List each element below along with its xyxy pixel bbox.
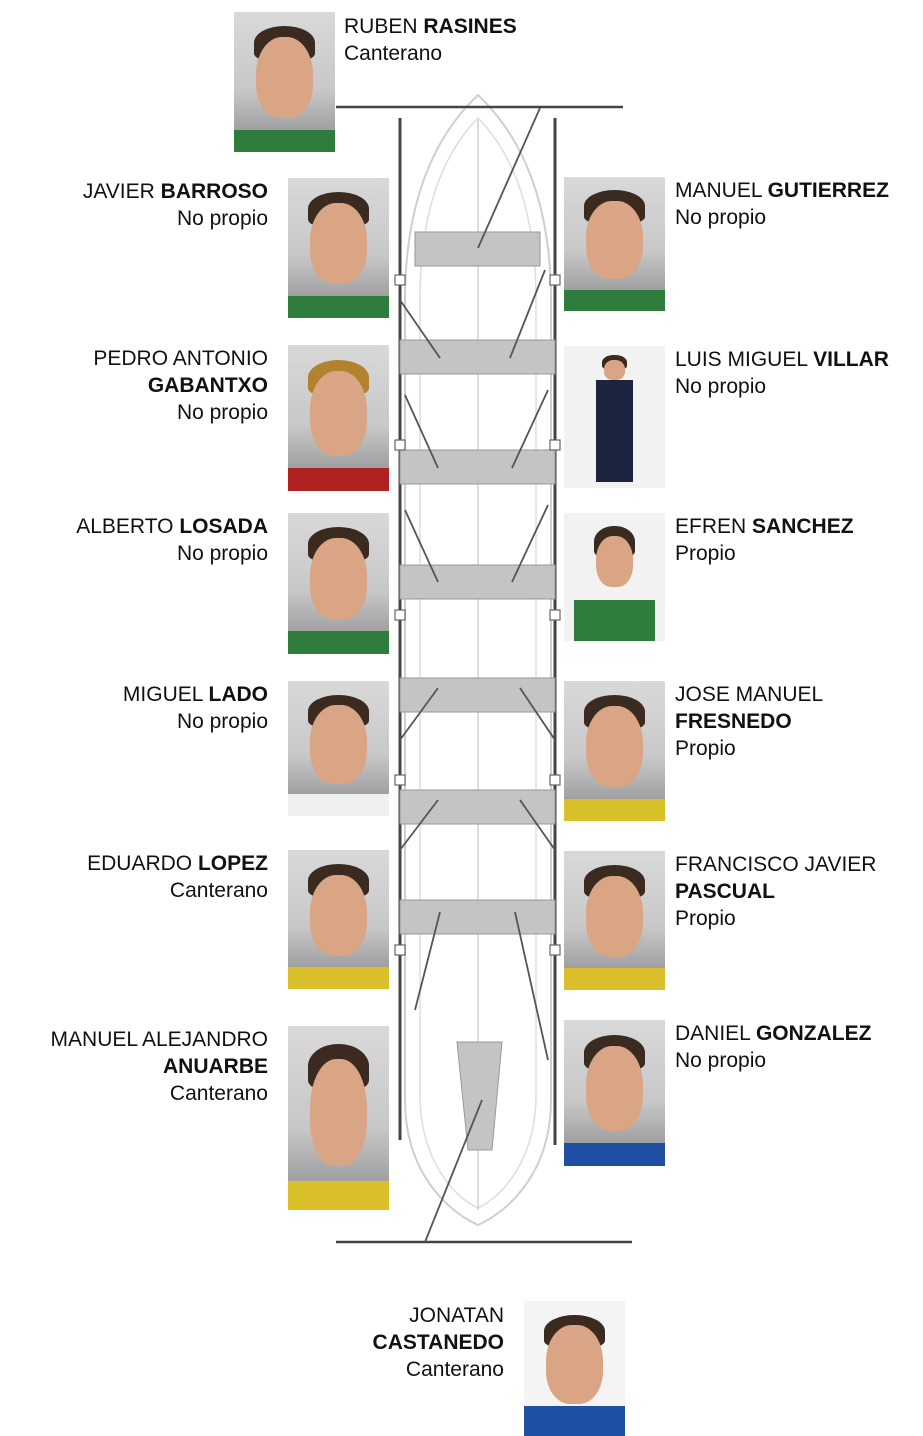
last-name: ANUARBE bbox=[163, 1055, 268, 1078]
last-name: GONZALEZ bbox=[755, 1022, 872, 1045]
rower-info-right-5: FRANCISCO JAVIER PASCUAL Propio bbox=[675, 851, 923, 932]
status: No propio bbox=[675, 1049, 767, 1072]
first-name: EDUARDO bbox=[87, 852, 193, 875]
rower-info-bottom: JONATAN CASTANEDO Canterano bbox=[250, 1302, 504, 1383]
rower-info-left-2: PEDRO ANTONIO GABANTXO No propio bbox=[0, 345, 268, 426]
status: Propio bbox=[675, 907, 736, 930]
last-name: GUTIERREZ bbox=[767, 179, 889, 202]
rower-photo bbox=[288, 345, 389, 491]
rower-info-right-1: MANUEL GUTIERREZ No propio bbox=[675, 177, 923, 231]
rower-info-left-3: ALBERTO LOSADA No propio bbox=[0, 513, 268, 567]
seat-4 bbox=[399, 564, 556, 600]
rower-photo bbox=[288, 681, 389, 816]
status: Canterano bbox=[405, 1358, 504, 1381]
rower-info-right-6: DANIEL GONZALEZ No propio bbox=[675, 1020, 923, 1074]
rower-photo bbox=[564, 681, 665, 821]
last-name: LOPEZ bbox=[197, 852, 268, 875]
status: No propio bbox=[176, 542, 268, 565]
status: No propio bbox=[176, 710, 268, 733]
rower-photo bbox=[288, 1026, 389, 1210]
rower-info-right-4: JOSE MANUEL FRESNEDO Propio bbox=[675, 681, 923, 762]
rower-photo bbox=[564, 346, 665, 488]
rower-photo bbox=[234, 12, 335, 152]
rower-info-left-6: MANUEL ALEJANDRO ANUARBE Canterano bbox=[0, 1026, 268, 1107]
last-name: SANCHEZ bbox=[752, 515, 854, 538]
rower-photo bbox=[564, 177, 665, 311]
rudder bbox=[456, 1041, 503, 1151]
status: No propio bbox=[675, 375, 767, 398]
last-name: LADO bbox=[208, 683, 269, 706]
rower-photo bbox=[524, 1301, 625, 1436]
status: Canterano bbox=[169, 879, 268, 902]
first-name: MIGUEL bbox=[122, 683, 203, 706]
rower-info-left-4: MIGUEL LADO No propio bbox=[0, 681, 268, 735]
first-name: JAVIER bbox=[82, 180, 155, 203]
last-name: VILLAR bbox=[813, 348, 889, 371]
last-name: LOSADA bbox=[179, 515, 268, 538]
status: Canterano bbox=[344, 42, 443, 65]
seat-3 bbox=[399, 449, 556, 485]
status: No propio bbox=[176, 207, 268, 230]
first-name: LUIS MIGUEL bbox=[675, 348, 808, 371]
first-name: FRANCISCO JAVIER bbox=[675, 853, 877, 876]
first-name: PEDRO ANTONIO bbox=[93, 347, 268, 370]
status: No propio bbox=[176, 401, 268, 424]
rower-info-left-5: EDUARDO LOPEZ Canterano bbox=[0, 850, 268, 904]
first-name: RUBEN bbox=[344, 15, 418, 38]
rower-photo bbox=[564, 851, 665, 990]
last-name: GABANTXO bbox=[147, 374, 268, 397]
seat-2 bbox=[399, 339, 556, 375]
first-name: MANUEL bbox=[675, 179, 762, 202]
rower-photo bbox=[288, 850, 389, 989]
rower-info-right-2: LUIS MIGUEL VILLAR No propio bbox=[675, 346, 923, 400]
seat-6 bbox=[399, 789, 556, 825]
last-name: CASTANEDO bbox=[372, 1331, 504, 1354]
last-name: FRESNEDO bbox=[675, 710, 792, 733]
seat-7 bbox=[399, 899, 556, 935]
status: Propio bbox=[675, 542, 736, 565]
status: No propio bbox=[675, 206, 767, 229]
rower-photo bbox=[288, 513, 389, 654]
status: Propio bbox=[675, 737, 736, 760]
rower-photo bbox=[288, 178, 389, 318]
seat-5 bbox=[399, 677, 556, 713]
rower-photo bbox=[564, 513, 665, 641]
rower-info-left-1: JAVIER BARROSO No propio bbox=[0, 178, 268, 232]
rower-info-top: RUBEN RASINES Canterano bbox=[344, 13, 604, 67]
last-name: PASCUAL bbox=[675, 880, 775, 903]
first-name: JONATAN bbox=[409, 1304, 504, 1327]
seat-1 bbox=[414, 231, 541, 267]
rower-photo bbox=[564, 1020, 665, 1166]
hull-outline bbox=[404, 93, 552, 1227]
last-name: BARROSO bbox=[160, 180, 268, 203]
rower-info-right-3: EFREN SANCHEZ Propio bbox=[675, 513, 923, 567]
first-name: DANIEL bbox=[675, 1022, 751, 1045]
last-name: RASINES bbox=[423, 15, 517, 38]
status: Canterano bbox=[169, 1082, 268, 1105]
first-name: JOSE MANUEL bbox=[675, 683, 824, 706]
first-name: MANUEL ALEJANDRO bbox=[50, 1028, 268, 1051]
first-name: EFREN bbox=[675, 515, 747, 538]
first-name: ALBERTO bbox=[76, 515, 174, 538]
